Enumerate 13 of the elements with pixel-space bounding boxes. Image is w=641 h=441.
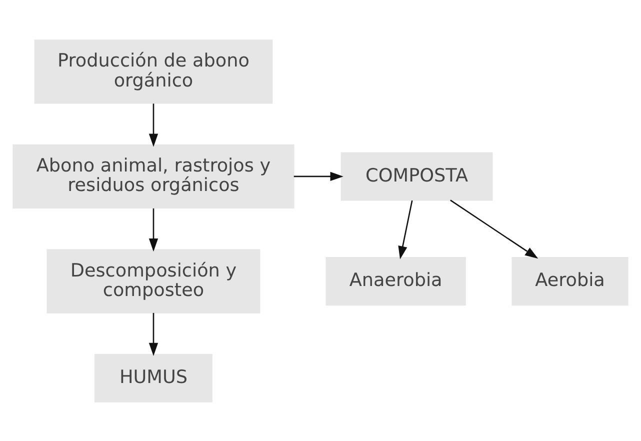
- node-box: Aerobia: [512, 256, 628, 305]
- node-box: Descomposición y composteo: [46, 248, 260, 313]
- arrow: [148, 103, 158, 146]
- arrow: [148, 312, 158, 356]
- arrow: [148, 208, 158, 252]
- node-box: Anaerobia: [326, 256, 466, 305]
- node-box: HUMUS: [94, 353, 212, 402]
- arrow: [294, 171, 344, 181]
- node-box: Producción de abono orgánico: [34, 39, 273, 104]
- arrow: [450, 199, 538, 258]
- node-box: COMPOSTA: [340, 152, 493, 200]
- arrow: [398, 200, 413, 259]
- node-box: Abono animal, rastrojos y residuos orgánicos: [12, 144, 294, 208]
